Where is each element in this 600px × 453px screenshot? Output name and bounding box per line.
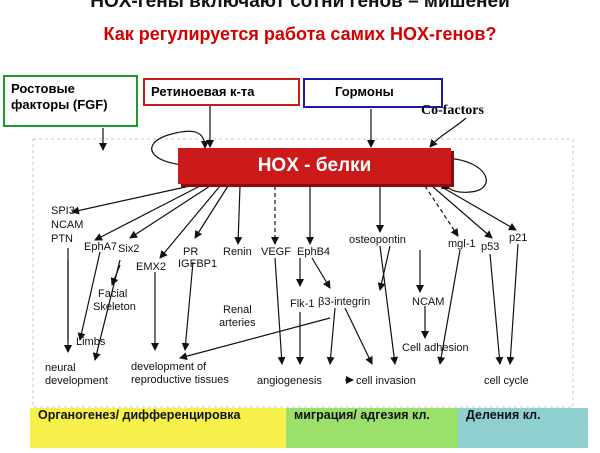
target-flk1: Flk-1	[290, 298, 315, 310]
arrow-p21	[439, 185, 517, 231]
regulator-retinoic-acid: Ретиноевая к-та	[143, 78, 300, 106]
regulator-fgf-label: Ростовые факторы (FGF)	[11, 81, 108, 112]
target-ptn: PTN	[51, 233, 73, 245]
arrow-limbs	[77, 251, 101, 341]
feedback-loop-left	[151, 130, 209, 167]
target-b3-integrin: β3-integrin	[318, 296, 371, 308]
arrow-osteo-b3	[377, 245, 391, 291]
renal-arteries-line1: Renal	[223, 304, 252, 316]
band-organogenesis-label: Органогенез/ дифференцировка	[38, 408, 241, 422]
outcome-angiogenesis: angiogenesis	[257, 375, 322, 387]
arrow-emx2	[159, 185, 221, 259]
arrow-spi3	[71, 185, 191, 215]
arrow-igfbp1	[181, 261, 194, 351]
slide-subtitle: Как регулируется работа самих HOX-генов?	[103, 24, 497, 44]
arrow-facial	[110, 264, 121, 286]
outcome-cell-cycle: cell cycle	[484, 375, 529, 387]
outcome-repro-line1: development of	[131, 361, 207, 373]
arrow-b3-invasion	[344, 307, 373, 365]
band-organogenesis: Органогенез/ дифференцировка	[30, 408, 286, 448]
regulator-hormones-label: Гормоны	[335, 84, 394, 99]
arrow-osteo-invasion	[379, 245, 399, 365]
target-igfbp1: IGFBP1	[178, 258, 218, 270]
arrow-epha7	[94, 185, 201, 241]
target-epha7: EphA7	[84, 241, 118, 253]
outcome-neural-line2: development	[45, 375, 108, 387]
band-migration: миграция/ адгезия кл.	[286, 408, 458, 448]
target-pr: PR	[183, 246, 199, 258]
arrow-b3-angio	[326, 307, 336, 365]
hox-proteins-label: HOX - белки	[257, 155, 372, 176]
target-vegf: VEGF	[261, 246, 291, 258]
slide-title: HOX-гены включают сотни генов – мишеней	[90, 0, 510, 12]
renal-arteries-line2: arteries	[219, 317, 256, 329]
arrow-mgl1	[424, 185, 459, 237]
band-division-label: Деления кл.	[466, 408, 541, 422]
regulator-retinoic-label: Ретиноевая к-та	[151, 84, 255, 99]
arrow-renin	[234, 185, 243, 245]
arrow-ephb4-b3	[311, 257, 331, 289]
hox-proteins-box: HOX - белки	[178, 148, 451, 184]
regulator-hormones: Гормоны	[303, 78, 443, 108]
outcome-cell-invasion: cell invasion	[356, 375, 416, 387]
target-spi3: SPI3	[51, 205, 75, 217]
facial-skeleton-line2: Skeleton	[93, 301, 136, 313]
outcome-neural-line1: neural	[45, 362, 76, 374]
target-ncam: NCAM	[51, 219, 84, 231]
arrow-vegf-angio	[274, 257, 286, 365]
arrow-pr	[194, 185, 229, 239]
regulator-fgf: Ростовые факторы (FGF)	[3, 75, 138, 127]
cell-adhesion: Cell adhesion	[402, 342, 469, 354]
target-six2: Six2	[118, 243, 140, 255]
target-ncam-2: NCAM	[412, 296, 445, 308]
target-renin: Renin	[223, 246, 252, 258]
facial-skeleton-line1: Facial	[98, 288, 128, 300]
feedback-loop-right	[441, 157, 487, 193]
arrow-p21-cycle	[506, 243, 519, 365]
arrow-mgl1-invasion	[437, 249, 461, 365]
target-p53: p53	[481, 241, 500, 253]
arrow-cofactors	[429, 117, 467, 148]
band-division: Деления кл.	[458, 408, 588, 448]
band-migration-label: миграция/ адгезия кл.	[294, 408, 430, 422]
outcome-repro-line2: reproductive tissues	[131, 374, 229, 386]
arrow-six2	[129, 185, 211, 239]
arrow-b3-repro	[179, 317, 331, 361]
target-osteopontin: osteopontin	[349, 234, 406, 246]
target-mgl1: mgl-1	[448, 238, 476, 250]
target-ephb4: EphB4	[297, 246, 331, 258]
cofactors-label: Co-factors	[421, 103, 484, 118]
target-emx2: EMX2	[136, 261, 166, 273]
target-limbs: Limbs	[76, 336, 106, 348]
target-p21: p21	[509, 232, 528, 244]
arrow-p53	[431, 185, 493, 239]
arrow-p53-cycle	[489, 253, 504, 365]
selection-frame	[32, 138, 574, 408]
